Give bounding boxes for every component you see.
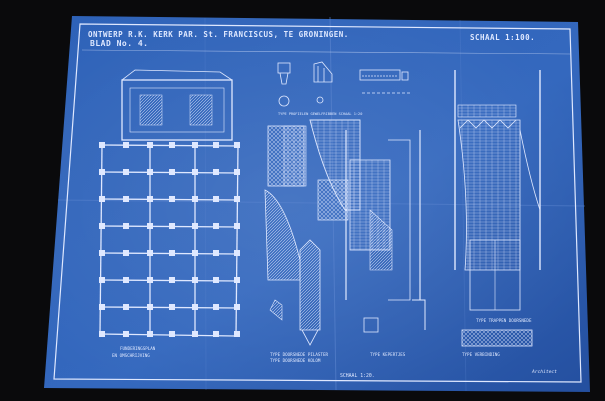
pier-elevation bbox=[454, 70, 541, 347]
detail-a-caption: TYPE DOORSNEDE PILASTER bbox=[270, 352, 328, 357]
plan-note: EN OMSCHRIJVING bbox=[112, 353, 150, 358]
drawing-border bbox=[53, 23, 582, 383]
plan-pier bbox=[234, 223, 240, 229]
plan-pier bbox=[147, 277, 153, 283]
plan-pier bbox=[147, 304, 153, 310]
plan-piers bbox=[99, 142, 240, 337]
plan-pier bbox=[99, 169, 105, 175]
plan-pier bbox=[147, 169, 153, 175]
plan-pier bbox=[99, 331, 105, 337]
plan-pier bbox=[213, 169, 219, 175]
plan-pier bbox=[147, 331, 153, 337]
rib-profiles bbox=[277, 61, 410, 107]
profiles-caption: TYPE PROFIELEN GEWELFRIBBEN SCHAAL 1:20 bbox=[278, 112, 362, 116]
plan-pier bbox=[169, 250, 175, 256]
right-a-caption: TYPE TRAPPEN DOORSNEDE bbox=[476, 318, 532, 323]
plan-pier bbox=[123, 331, 129, 337]
plan-pier bbox=[213, 142, 219, 148]
plan-pier bbox=[99, 142, 105, 148]
plan-pier bbox=[192, 223, 198, 229]
plan-pier bbox=[213, 331, 219, 337]
plan-pier bbox=[123, 142, 129, 148]
plan-pier bbox=[169, 304, 175, 310]
plan-caption: FUNDERINGSPLAN bbox=[120, 346, 156, 351]
plan-pier bbox=[99, 223, 105, 229]
plan-pier bbox=[169, 277, 175, 283]
plan-pier bbox=[169, 169, 175, 175]
scale-bottom: SCHAAL 1:20. bbox=[340, 373, 375, 379]
right-b-caption: TYPE VERBINDING bbox=[462, 352, 500, 357]
plan-pier bbox=[234, 277, 240, 283]
plan-pier bbox=[234, 169, 240, 175]
plan-pier bbox=[169, 331, 175, 337]
plan-pier bbox=[147, 196, 153, 202]
plan-pier bbox=[234, 304, 240, 310]
plan-pier bbox=[147, 223, 153, 229]
plan-pier bbox=[123, 250, 129, 256]
plan-pier bbox=[213, 304, 219, 310]
plan-pier bbox=[169, 142, 175, 148]
plan-pier bbox=[192, 331, 198, 337]
plan-pier bbox=[213, 250, 219, 256]
plan-pier bbox=[123, 304, 129, 310]
drawing-scale: SCHAAL 1:100. bbox=[470, 33, 536, 42]
plan-pier bbox=[147, 142, 153, 148]
arch-elevation bbox=[264, 119, 426, 346]
plan-pier bbox=[123, 169, 129, 175]
plan-pier bbox=[234, 142, 240, 148]
plan-pier bbox=[192, 142, 198, 148]
plan-pier bbox=[99, 304, 105, 310]
plan-pier bbox=[234, 196, 240, 202]
plan-pier bbox=[192, 277, 198, 283]
plan-pier bbox=[123, 196, 129, 202]
detail-b-caption: TYPE DOORSNEDE KOLOM bbox=[270, 358, 321, 363]
detail-c-caption: TYPE KEPERTJES bbox=[370, 352, 406, 357]
plan-pier bbox=[192, 304, 198, 310]
plan-pier bbox=[123, 223, 129, 229]
sheet-number: BLAD No. 4. bbox=[90, 39, 149, 48]
plan-pier bbox=[234, 250, 240, 256]
plan-pier bbox=[99, 196, 105, 202]
plan-pier bbox=[123, 277, 129, 283]
plan-pier bbox=[192, 169, 198, 175]
plan-pier bbox=[169, 196, 175, 202]
plan-pier bbox=[169, 223, 175, 229]
plan-pier bbox=[213, 196, 219, 202]
architect-signature: Architect bbox=[531, 369, 557, 375]
plan-pier bbox=[147, 250, 153, 256]
plan-pier bbox=[192, 250, 198, 256]
plan-pier bbox=[213, 223, 219, 229]
plan-pier bbox=[99, 250, 105, 256]
drawing-title: ONTWERP R.K. KERK PAR. St. FRANCISCUS, T… bbox=[88, 30, 349, 39]
plan-pier bbox=[99, 277, 105, 283]
plan-pier bbox=[192, 196, 198, 202]
plan-pier bbox=[213, 277, 219, 283]
plan-pier bbox=[234, 331, 240, 337]
